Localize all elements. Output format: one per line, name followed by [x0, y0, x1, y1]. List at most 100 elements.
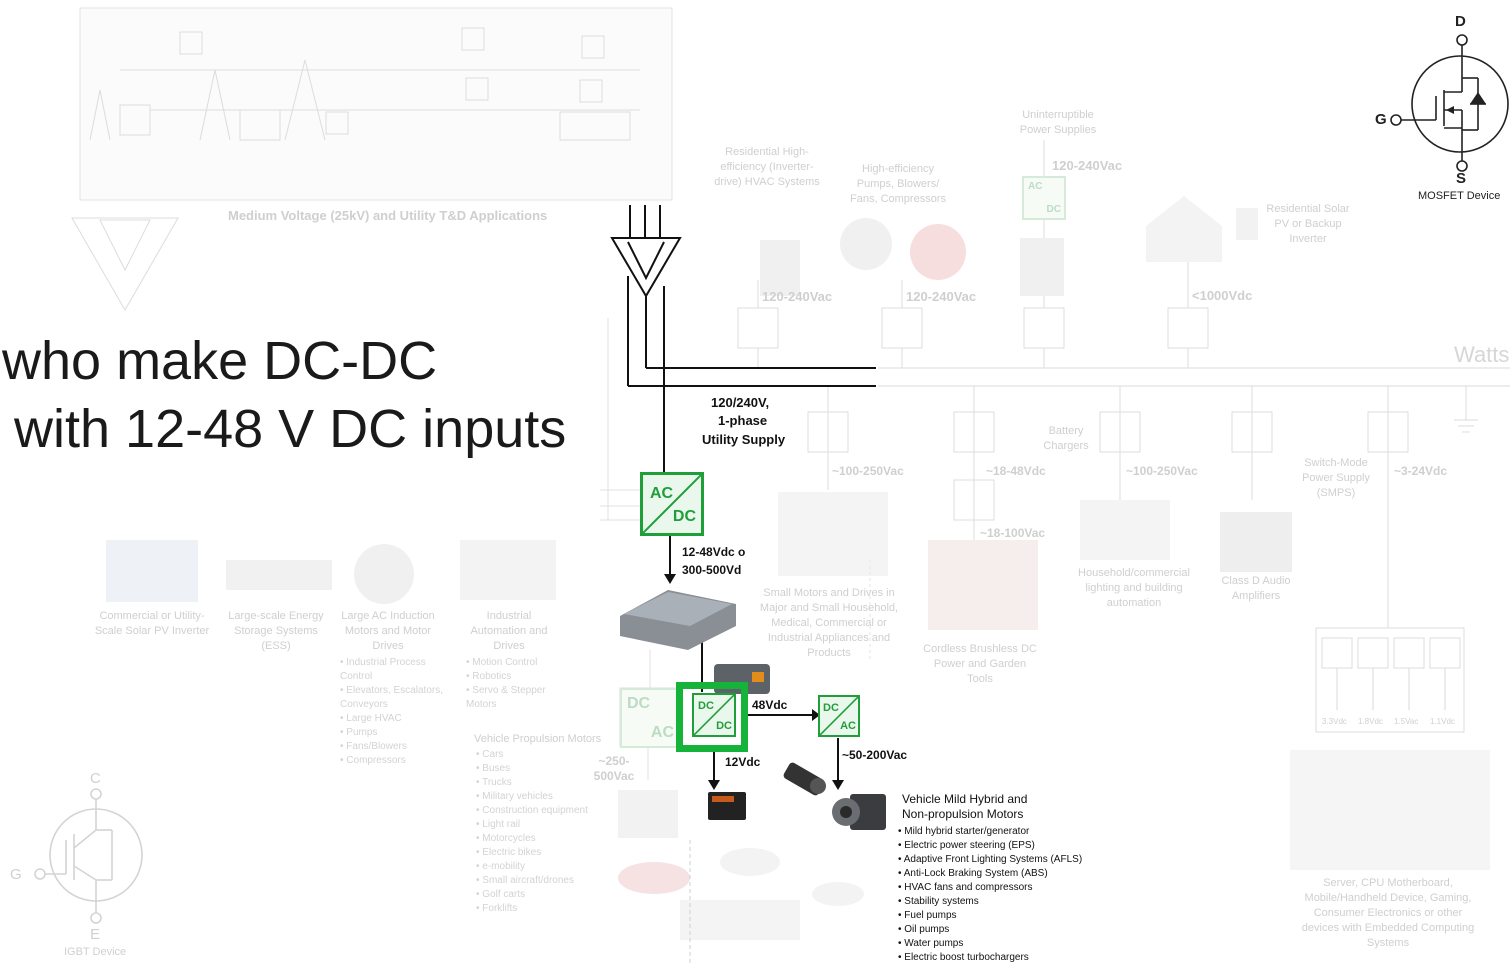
- list-item: Anti-Lock Braking System (ABS): [898, 867, 1108, 881]
- list-item: Mild hybrid starter/generator: [898, 825, 1108, 839]
- v12-label: 12Vdc: [725, 755, 761, 769]
- lighting-label: Household/commercial lighting and buildi…: [1078, 567, 1190, 609]
- dcac-bottom: AC: [840, 720, 856, 732]
- v-hvac: 120-240Vac: [762, 289, 833, 304]
- ups-label: Uninterruptible Power Supplies: [1019, 109, 1097, 136]
- utility-line-1: 120/240V,: [711, 395, 770, 410]
- vehicle-title-2: Non-propulsion Motors: [902, 807, 1024, 821]
- vehicle-title-1: Vehicle Mild Hybrid and: [902, 792, 1028, 806]
- list-item: HVAC fans and compressors: [898, 881, 1108, 895]
- list-item: Electric bikes: [476, 846, 616, 860]
- induction-label: Large AC Induction Motors and Motor Driv…: [341, 610, 435, 652]
- propulsion-list: Cars Buses Trucks Military vehicles Cons…: [476, 748, 616, 916]
- battery-chargers-label: Battery Chargers: [1043, 425, 1089, 452]
- induction-list: Industrial Process Control Elevators, Es…: [340, 656, 460, 768]
- pol-1: 3.3Vdc: [1322, 717, 1347, 726]
- utility-line-2: 1-phase: [718, 413, 768, 428]
- small-motors-label: Small Motors and Drives in Major and Sma…: [759, 587, 899, 659]
- solar-res-label: Residential Solar PV or Backup Inverter: [1266, 203, 1350, 245]
- list-item: Fuel pumps: [898, 909, 1108, 923]
- list-item: e-mobility: [476, 860, 616, 874]
- server-label: Server, CPU Motherboard, Mobile/Handheld…: [1301, 877, 1475, 949]
- industrial-list: Motion Control Robotics Servo & Stepper …: [466, 656, 576, 712]
- list-item: Stability systems: [898, 895, 1108, 909]
- list-item: Adaptive Front Lighting Systems (AFLS): [898, 853, 1108, 867]
- audio-label: Class D Audio Amplifiers: [1221, 575, 1291, 602]
- list-item: Forklifts: [476, 902, 616, 916]
- v48-label: 48Vdc: [752, 698, 788, 712]
- list-item: Motorcycles: [476, 832, 616, 846]
- v-solar: <1000Vdc: [1192, 288, 1253, 303]
- smps-label: Switch-Mode Power Supply (SMPS): [1302, 457, 1370, 499]
- v-mid-5: ~3-24Vdc: [1394, 464, 1448, 478]
- list-item: Fans/Blowers: [340, 740, 460, 754]
- list-item: Oil pumps: [898, 923, 1108, 937]
- mosfet-d-label: D: [1455, 13, 1466, 30]
- mosfet-caption: MOSFET Device: [1418, 190, 1501, 202]
- v-pumps: 120-240Vac: [906, 289, 977, 304]
- acdc-converter: AC DC: [640, 472, 704, 536]
- list-item: Military vehicles: [476, 790, 616, 804]
- list-item: Electric power steering (EPS): [898, 839, 1108, 853]
- dcdc-converter: DC DC: [692, 693, 736, 737]
- v-mid-4: ~100-250Vac: [1126, 464, 1198, 478]
- pol-4: 1.1Vdc: [1430, 717, 1455, 726]
- pol-2: 1.8Vdc: [1358, 717, 1383, 726]
- watts-label: Watts: [1454, 342, 1510, 367]
- igbt-c-label: C: [90, 770, 101, 787]
- industrial-label: Industrial Automation and Drives: [470, 610, 548, 652]
- mosfet-s-label: S: [1456, 170, 1467, 187]
- list-item: Large HVAC: [340, 712, 460, 726]
- list-item: Buses: [476, 762, 616, 776]
- ess-label: Large-scale Energy Storage Systems (ESS): [228, 610, 324, 652]
- mosfet-g-label: G: [1375, 111, 1387, 128]
- pol-3: 1.5Vac: [1394, 717, 1419, 726]
- igbt-caption: IGBT Device: [64, 946, 127, 958]
- dcdc-top: DC: [698, 700, 714, 712]
- hvac-label: Residential High-efficiency (Inverter-dr…: [714, 146, 820, 188]
- list-item: Servo & Stepper Motors: [466, 684, 576, 712]
- list-item: Motion Control: [466, 656, 576, 670]
- v-mid-1: ~100-250Vac: [832, 464, 904, 478]
- v-mid-3: ~18-100Vac: [980, 526, 1046, 540]
- headline-line-2: with 12-48 V DC inputs: [14, 399, 567, 459]
- v250-label: ~250-500Vac: [593, 754, 635, 783]
- list-item: Cars: [476, 748, 616, 762]
- cordless-label: Cordless Brushless DC Power and Garden T…: [923, 643, 1037, 685]
- solar-pv-label: Commercial or Utility-Scale Solar PV Inv…: [94, 610, 210, 637]
- list-item: Trucks: [476, 776, 616, 790]
- vehicle-list: Mild hybrid starter/generator Electric p…: [898, 825, 1108, 965]
- igbt-e-label: E: [90, 926, 101, 943]
- list-item: Pumps: [340, 726, 460, 740]
- list-item: Elevators, Escalators, Conveyors: [340, 684, 460, 712]
- list-item: Construction equipment: [476, 804, 616, 818]
- list-item: Golf carts: [476, 888, 616, 902]
- list-item: Electric boost turbochargers: [898, 951, 1108, 965]
- list-item: Robotics: [466, 670, 576, 684]
- list-item: Compressors: [340, 754, 460, 768]
- pumps-label: High-efficiency Pumps, Blowers/ Fans, Co…: [850, 163, 946, 205]
- dcdc-bottom: DC: [716, 720, 732, 732]
- list-item: Light rail: [476, 818, 616, 832]
- batt-voltage-2: 300-500Vd: [682, 563, 742, 577]
- propulsion-label: Vehicle Propulsion Motors: [474, 733, 602, 745]
- dcdc-highlight: [676, 682, 748, 752]
- dcac-top: DC: [823, 702, 839, 714]
- batt-voltage-1: 12-48Vdc o: [682, 545, 746, 559]
- list-item: Industrial Process Control: [340, 656, 460, 684]
- acdc-bottom: DC: [672, 508, 696, 525]
- list-item: Water pumps: [898, 937, 1108, 951]
- v50-label: ~50-200Vac: [842, 748, 908, 762]
- headline-line-1: s who make DC-DC: [0, 331, 438, 391]
- acdc-top: AC: [650, 485, 674, 502]
- mv-title: Medium Voltage (25kV) and Utility T&D Ap…: [228, 208, 548, 223]
- utility-line-3: Utility Supply: [702, 432, 786, 447]
- igbt-g-label: G: [10, 866, 22, 883]
- list-item: Small aircraft/drones: [476, 874, 616, 888]
- v-ups: 120-240Vac: [1052, 158, 1123, 173]
- dcac-converter: DC AC: [818, 695, 860, 737]
- v-mid-2: ~18-48Vdc: [986, 464, 1046, 478]
